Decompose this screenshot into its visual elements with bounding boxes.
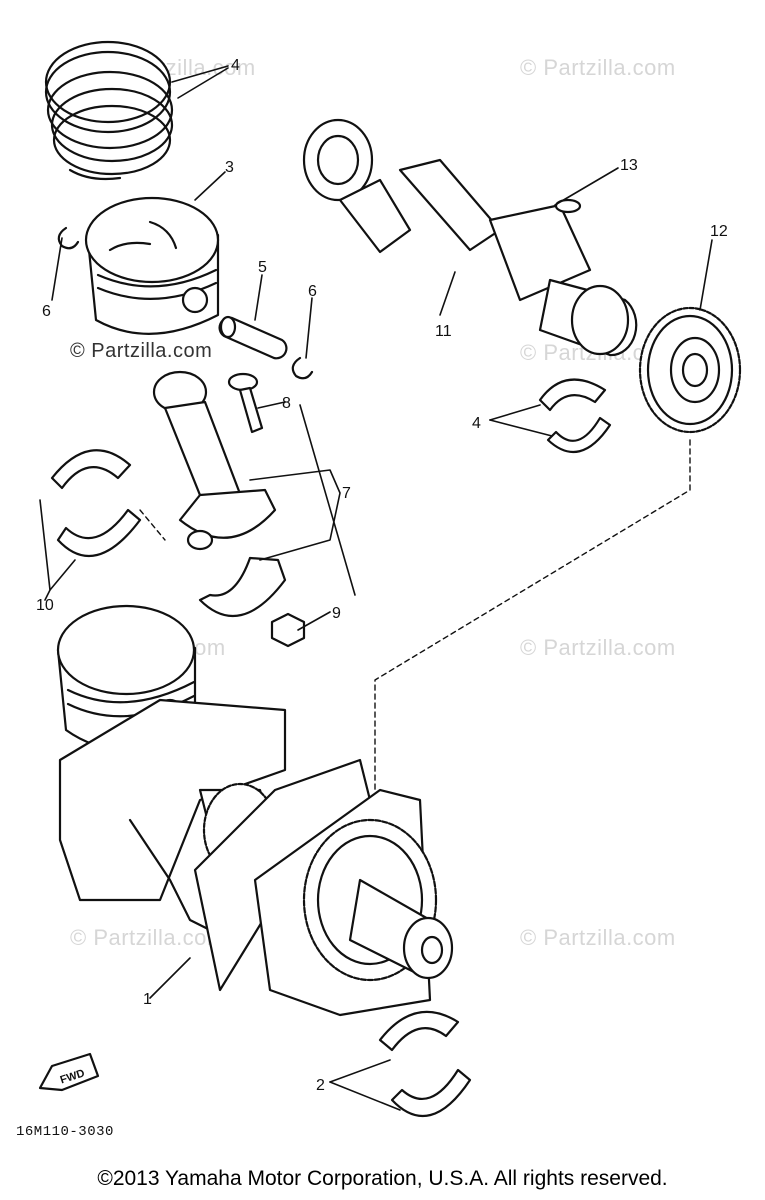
callout-8: 8: [282, 395, 291, 412]
watermark: © Partzilla.com: [70, 925, 226, 950]
diagram-code: 16M110-3030: [16, 1124, 114, 1140]
watermark: © Partzilla.com: [520, 635, 676, 660]
fwd-arrow-icon: [38, 1052, 100, 1092]
callout-4: 4: [231, 57, 240, 74]
dashed-assembly-lines: [139, 439, 691, 791]
watermark: © Partzilla.com: [520, 55, 676, 80]
connecting-rod: [152, 370, 277, 551]
callout-7: 7: [342, 485, 351, 502]
rod-bolt: [227, 372, 264, 434]
callout-6: 6: [308, 283, 317, 300]
leader-lines: [39, 65, 713, 1111]
callouts: 4 3 6 5 6 8 7 9 10 11 13 12 4 1 2: [36, 57, 728, 1094]
piston-rings: [44, 40, 174, 181]
callout-1: 1: [143, 991, 152, 1008]
callout-4: 4: [472, 415, 481, 432]
main-bearing: [538, 378, 612, 454]
callout-9: 9: [332, 605, 341, 622]
main-bearing-lower: [378, 1010, 472, 1117]
drive-gear: [638, 306, 742, 434]
callout-3: 3: [225, 159, 234, 176]
piston-pin: [218, 315, 288, 360]
crankshaft: [58, 698, 454, 1017]
woodruff-key: [554, 198, 582, 214]
copyright-notice: ©2013 Yamaha Motor Corporation, U.S.A. A…: [97, 1167, 668, 1190]
callout-10: 10: [36, 597, 54, 614]
watermark: © Partzilla.com: [70, 340, 213, 362]
crankpin-bearing: [50, 449, 142, 557]
callout-2: 2: [316, 1077, 325, 1094]
rod-nut: [270, 612, 306, 648]
callout-12: 12: [710, 223, 728, 240]
callout-6: 6: [42, 303, 51, 320]
callout-11: 11: [435, 323, 452, 340]
callout-13: 13: [620, 157, 638, 174]
piston: [84, 196, 220, 335]
rod-cap: [198, 556, 287, 617]
watermark: © Partzilla.com: [520, 925, 676, 950]
balancer-shaft: [302, 118, 638, 357]
circlip: [291, 356, 314, 380]
circlip: [57, 226, 80, 250]
callout-5: 5: [258, 259, 267, 276]
